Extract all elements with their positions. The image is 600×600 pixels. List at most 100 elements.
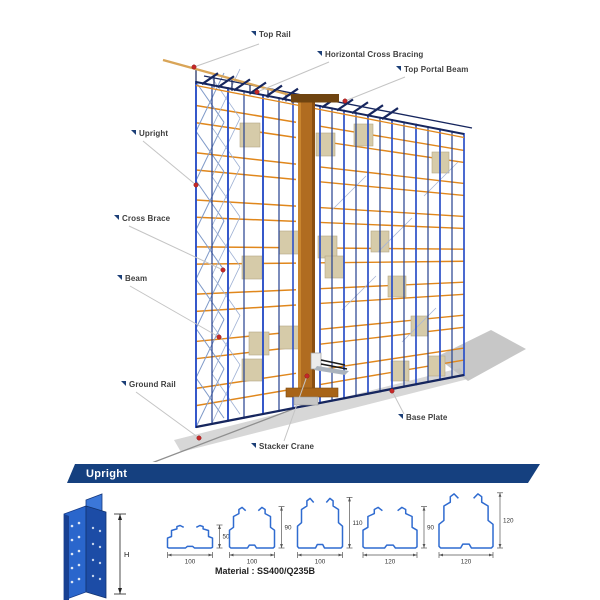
pointer-triangle-icon — [114, 215, 119, 220]
h-dimension-label: H — [124, 550, 129, 559]
leader-line — [283, 375, 308, 442]
dim-arrow — [280, 544, 283, 548]
top-cross-bracing — [217, 75, 235, 89]
label-upright: Upright — [131, 129, 168, 138]
dim-arrow — [297, 553, 302, 557]
cross-brace-x — [211, 364, 241, 424]
dim-arrow — [422, 506, 426, 511]
leader-line — [193, 43, 260, 68]
leader-line — [391, 390, 405, 415]
pallet-box — [241, 255, 263, 280]
pallet-box — [248, 331, 270, 356]
cross-brace-x — [195, 72, 225, 132]
leader-line — [129, 285, 220, 338]
cross-brace-x — [211, 266, 241, 325]
upright-right-face — [85, 505, 107, 599]
rack-beam — [195, 169, 297, 181]
material-note: Material : SS400/Q235B — [214, 566, 316, 576]
dim-arrow — [270, 553, 275, 557]
profile-outline — [362, 506, 418, 549]
rear-brace — [401, 307, 437, 343]
red-marker-dot — [193, 182, 199, 188]
top-cross-bracing — [233, 78, 251, 92]
leader-line — [344, 76, 406, 102]
dim-arrow — [422, 544, 426, 548]
pointer-triangle-icon — [251, 31, 256, 36]
stacker-crane-mast — [298, 96, 315, 390]
red-marker-dot — [191, 64, 197, 70]
label-text: Horizontal Cross Bracing — [325, 50, 424, 59]
pointer-triangle-icon — [121, 381, 126, 386]
dim-arrow — [348, 544, 351, 548]
top-cross-bracing — [281, 87, 299, 101]
pallet-box — [241, 358, 263, 382]
profile-outline — [166, 524, 214, 549]
cross-brace-x — [211, 216, 241, 276]
top-beam — [195, 84, 465, 139]
dim-arrow — [498, 544, 502, 548]
rack-beam — [195, 104, 297, 123]
upright-profile-drawing: 100 50 — [166, 524, 231, 566]
base-plate-block — [293, 396, 319, 406]
profile-height-label: 90 — [285, 525, 293, 532]
label-text: Top Rail — [259, 30, 291, 39]
dim-arrow — [348, 497, 351, 502]
cross-brace-x — [211, 167, 241, 227]
dim-arrow — [413, 553, 417, 557]
cross-brace-x — [195, 319, 225, 379]
ground-rail-line — [152, 402, 310, 462]
dim-arrow — [439, 553, 443, 557]
rack-beam — [195, 387, 297, 407]
dim-arrow — [218, 544, 221, 548]
profile-outline — [296, 497, 344, 549]
rack-beam — [195, 151, 297, 165]
rack-beam — [195, 288, 297, 295]
leader-line — [128, 225, 224, 271]
rear-brace — [331, 175, 367, 211]
cross-brace-x — [211, 68, 241, 128]
top-cross-bracing — [351, 101, 369, 115]
label-text: Upright — [139, 129, 169, 138]
pointer-triangle-icon — [398, 414, 403, 419]
mast-highlight — [298, 96, 301, 390]
red-marker-dot — [389, 388, 395, 394]
profile-width-label: 120 — [461, 559, 472, 566]
dim-arrow — [229, 553, 234, 557]
label-text: Beam — [125, 274, 148, 283]
profile-width-label: 100 — [247, 559, 258, 566]
red-marker-dot — [196, 435, 202, 441]
profile-width-label: 100 — [185, 559, 196, 566]
leader-line — [142, 140, 197, 186]
upright-perforations — [70, 521, 102, 584]
leader-line — [256, 61, 330, 93]
dim-arrow — [498, 492, 502, 497]
dim-arrow — [338, 553, 343, 557]
top-cross-bracing — [201, 72, 219, 86]
pointer-triangle-icon — [117, 275, 122, 280]
red-marker-dot — [304, 373, 310, 379]
top-chord — [195, 81, 465, 135]
pointer-triangle-icon — [251, 443, 256, 448]
upright-profile-drawing: 100 90 — [228, 506, 293, 566]
profile-width-label: 100 — [315, 559, 326, 566]
leader-line — [135, 391, 200, 439]
top-cross-bracing — [265, 84, 283, 98]
cross-brace-x — [211, 118, 241, 177]
pallet-box — [278, 325, 300, 350]
profile-width-label: 120 — [385, 559, 396, 566]
label-horizontal-cross-bracing: Horizontal Cross Bracing — [317, 50, 423, 59]
pallet-box — [239, 122, 261, 148]
pallet-box — [324, 255, 345, 279]
section-banner: Upright — [67, 464, 540, 483]
top-cross-bracing — [381, 107, 399, 120]
label-text: Cross Brace — [122, 214, 171, 223]
pallet-box — [427, 355, 446, 377]
pallet-box — [353, 123, 374, 147]
dim-arrow — [218, 525, 221, 529]
profile-height-label: 50 — [223, 534, 231, 541]
section-banner-title: Upright — [86, 467, 128, 480]
profile-outline — [228, 506, 276, 549]
cross-brace-x — [211, 315, 241, 374]
